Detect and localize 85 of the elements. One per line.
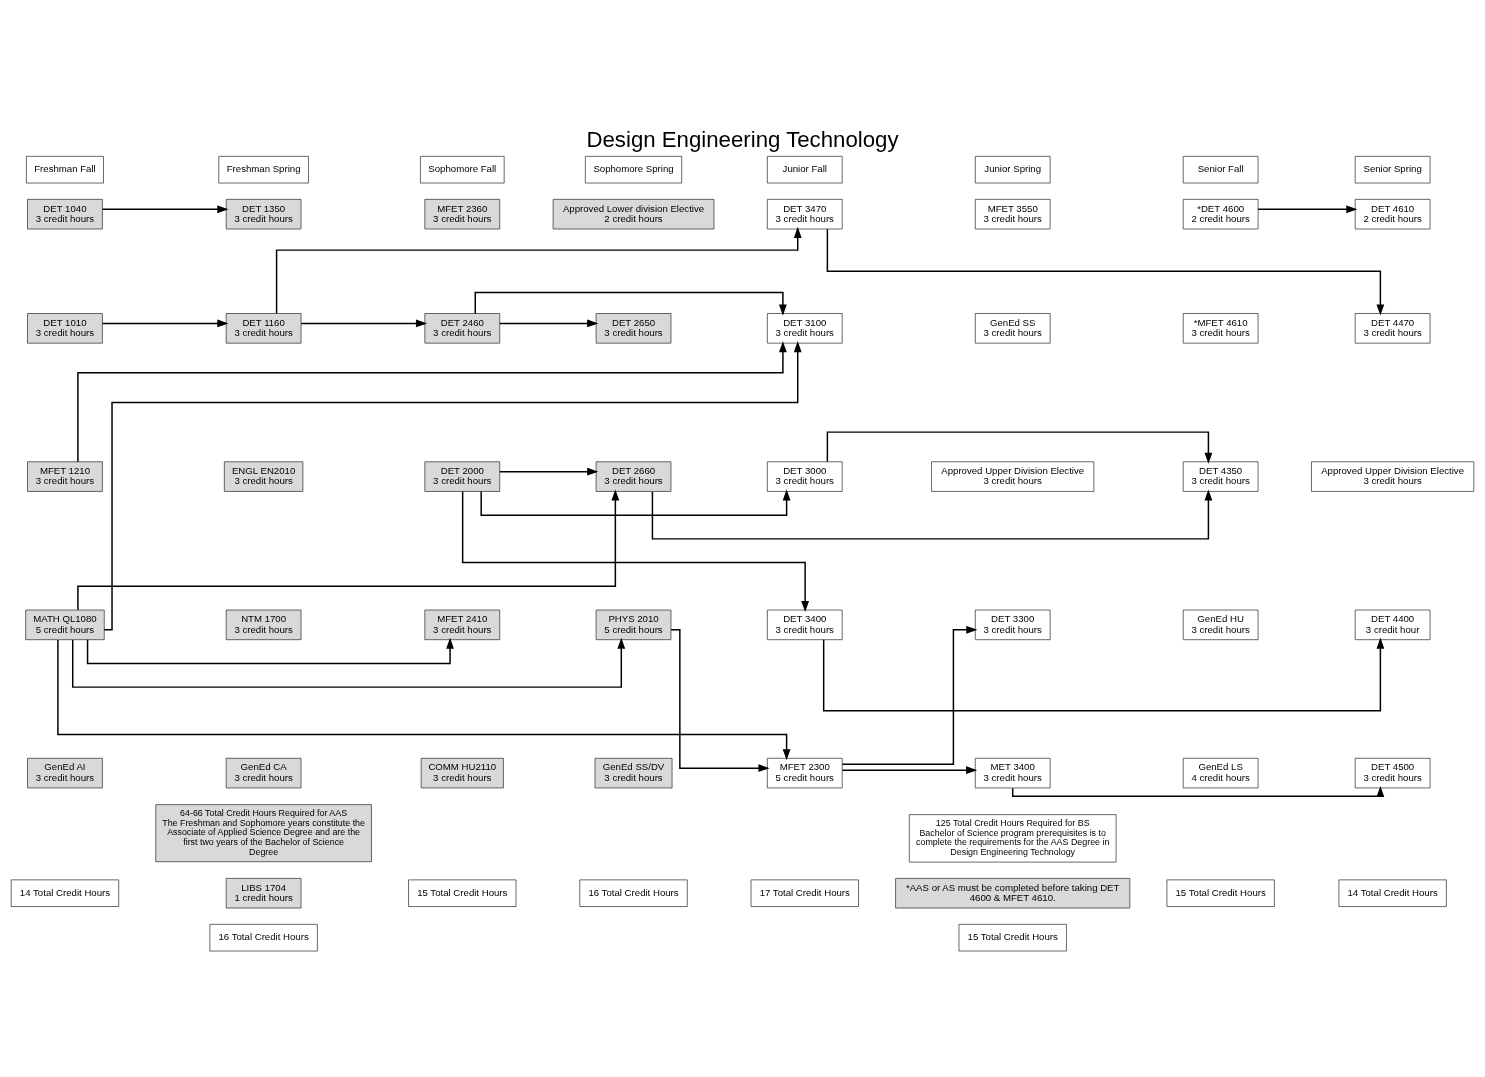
node-box: DET 3470 3 credit hours [766, 199, 843, 230]
node-box: MFET 2360 3 credit hours [424, 199, 501, 230]
node-box: DET 3100 3 credit hours [766, 313, 843, 344]
node-box: *MFET 4610 3 credit hours [1182, 313, 1259, 344]
node-box: GenEd SS 3 credit hours [974, 313, 1051, 344]
node-box: DET 2460 3 credit hours [424, 313, 501, 344]
node-box: DET 1040 3 credit hours [27, 199, 103, 230]
arrow [57, 639, 791, 761]
node-box: *AAS or AS must be completed before taking DET 4600 & MFET 4610. [895, 878, 1131, 909]
arrow [841, 766, 978, 775]
node-box: 16 Total Credit Hours [209, 924, 318, 952]
node-box: DET 4500 3 credit hours [1354, 757, 1431, 789]
arrow [77, 489, 620, 611]
arrow [474, 291, 787, 316]
node-box: MFET 2410 3 credit hours [424, 609, 501, 641]
arrow [670, 629, 770, 773]
arrow [822, 637, 1385, 712]
arrow [841, 625, 978, 765]
node-box: DET 4400 3 credit hour [1354, 609, 1431, 641]
arrow [1257, 205, 1358, 214]
node-box: Junior Fall [766, 156, 843, 184]
node-box: 64-66 Total Credit Hours Required for AAS The Freshman and Sophomore years constitute the Associate of Applied Science Degree and are the first two years of the Bachelor of Science Degree [155, 804, 372, 863]
node-box: Approved Upper Division Elective 3 credit hours [1311, 461, 1475, 492]
node-box: GenEd AI 3 credit hours [27, 757, 103, 789]
node-box: GenEd LS 4 credit hours [1182, 757, 1259, 789]
node-box: MATH QL1080 5 credit hours [25, 609, 105, 641]
node-box: Senior Fall [1182, 156, 1259, 184]
arrow [72, 637, 626, 688]
node-box: Senior Spring [1354, 156, 1431, 184]
node-box: 15 Total Credit Hours [958, 924, 1067, 952]
arrow [300, 319, 428, 328]
node-box: MFET 3550 3 credit hours [974, 199, 1051, 230]
node-box: 15 Total Credit Hours [1166, 879, 1275, 907]
node-box: DET 1350 3 credit hours [225, 199, 302, 230]
arrow [77, 341, 787, 463]
node-box: DET 2000 3 credit hours [424, 461, 501, 492]
node-box: DET 2650 3 credit hours [595, 313, 672, 344]
node-box: DET 2660 3 credit hours [595, 461, 672, 492]
arrow [86, 637, 454, 665]
node-box: DET 4610 2 credit hours [1354, 199, 1431, 230]
node-box: DET 1160 3 credit hours [225, 313, 302, 344]
arrow [826, 431, 1213, 464]
node-box: LIBS 1704 1 credit hours [225, 878, 302, 909]
node-box: 16 Total Credit Hours [579, 879, 688, 907]
node-box: GenEd HU 3 credit hours [1182, 609, 1259, 641]
node-box: COMM HU2110 3 credit hours [420, 757, 504, 789]
arrow [275, 226, 802, 314]
node-box: DET 4470 3 credit hours [1354, 313, 1431, 344]
arrow [499, 319, 599, 328]
arrow [499, 467, 599, 476]
node-box: Freshman Spring [218, 156, 309, 184]
node-box: Approved Lower division Elective 2 credit hours [552, 199, 715, 230]
arrow [103, 341, 802, 631]
arrow [461, 490, 810, 613]
node-box: 125 Total Credit Hours Required for BS Bachelor of Science program prerequisites is to complete the requirements for the AAS Degree in Design Engineering Technology [908, 814, 1117, 863]
node-box: ENGL EN2010 3 credit hours [223, 461, 304, 492]
node-box: Sophomore Spring [584, 156, 683, 184]
arrow [1011, 785, 1385, 798]
node-box: GenEd CA 3 credit hours [225, 757, 302, 789]
node-box: MET 3400 3 credit hours [974, 757, 1051, 789]
node-box: DET 1010 3 credit hours [27, 313, 103, 344]
node-box: Approved Upper Division Elective 3 credit hours [931, 461, 1095, 492]
node-box: DET 4350 3 credit hours [1182, 461, 1259, 492]
arrow [101, 319, 229, 328]
node-box: PHYS 2010 5 credit hours [595, 609, 672, 641]
node-box: 14 Total Credit Hours [1338, 879, 1447, 907]
node-box: 15 Total Credit Hours [408, 879, 517, 907]
node-box: DET 3000 3 credit hours [766, 461, 843, 492]
node-box: Freshman Fall [26, 156, 104, 184]
node-box: 14 Total Credit Hours [10, 879, 120, 907]
node-box: Junior Spring [974, 156, 1051, 184]
node-box: GenEd SS/DV 3 credit hours [594, 757, 673, 789]
node-box: 17 Total Credit Hours [750, 879, 859, 907]
arrow [101, 205, 229, 214]
node-box: MFET 1210 3 credit hours [27, 461, 103, 492]
node-box: Sophomore Fall [420, 156, 505, 184]
node-box: *DET 4600 2 credit hours [1182, 199, 1259, 230]
node-box: MFET 2300 5 credit hours [766, 757, 843, 789]
diagram-title: Design Engineering Technology [586, 126, 899, 152]
arrow [480, 489, 791, 516]
node-box: NTM 1700 3 credit hours [225, 609, 302, 641]
arrow [651, 489, 1213, 540]
arrow [826, 228, 1385, 316]
node-box: DET 3300 3 credit hours [974, 609, 1051, 641]
node-box: DET 3400 3 credit hours [766, 609, 843, 641]
